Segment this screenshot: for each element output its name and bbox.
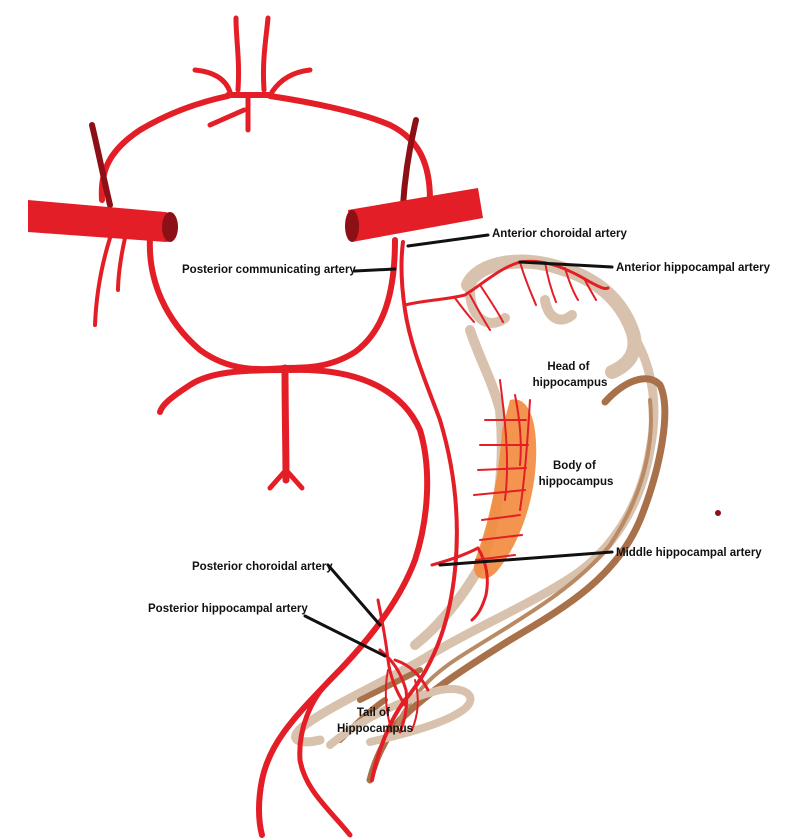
label-posterior-hippocampal-artery: Posterior hippocampal artery	[148, 603, 308, 615]
labels: Anterior choroidal artery Posterior comm…	[148, 228, 771, 735]
middle-hippocampal-artery	[430, 546, 489, 622]
posterior-choroidal-artery	[376, 598, 407, 707]
hippocampus-head-lobes	[465, 285, 577, 328]
label-anterior-hippocampal-artery: Anterior hippocampal artery	[616, 262, 771, 274]
label-posterior-communicating-artery: Posterior communicating artery	[182, 264, 356, 276]
left-ica-branches	[93, 236, 127, 327]
dark-vessel-left	[89, 122, 113, 208]
tail-outline	[326, 685, 475, 749]
posterior-communicating-artery-left	[146, 235, 288, 373]
internal-carotid-arteries	[28, 188, 483, 242]
midline-branch	[207, 92, 251, 133]
label-posterior-choroidal-artery: Posterior choroidal artery	[192, 561, 333, 573]
right-posterior-cerebral-artery	[256, 366, 431, 838]
anterior-cerebral-arteries	[192, 15, 313, 95]
left-ica-lumen	[162, 212, 178, 242]
leader-posterior-communicating	[353, 267, 397, 273]
dark-vessel-right	[400, 117, 419, 208]
label-body-of-hippocampus: Body of hippocampus	[539, 460, 614, 488]
label-anterior-choroidal-artery: Anterior choroidal artery	[492, 228, 627, 240]
vertebral-split	[267, 467, 305, 491]
right-ica-cylinder	[348, 188, 483, 242]
leader-posterior-choroidal	[326, 563, 382, 627]
stray-dot	[715, 510, 721, 516]
tail-branches	[384, 669, 419, 731]
body-branches	[473, 419, 529, 561]
pca-lateral-branch	[297, 677, 353, 838]
arteries	[89, 15, 610, 838]
label-middle-hippocampal-artery: Middle hippocampal artery	[616, 547, 762, 559]
leader-middle-hippocampal	[438, 550, 614, 567]
hippocampus	[291, 254, 669, 784]
leader-anterior-hippocampal	[518, 260, 614, 269]
label-head-of-hippocampus: Head of hippocampus	[533, 361, 608, 389]
right-ica-lumen	[345, 210, 359, 242]
a1-segments	[98, 93, 433, 203]
basilar-artery	[281, 364, 290, 484]
label-tail-of-hippocampus: Tail of Hippocampus	[337, 707, 413, 735]
head-branches	[499, 379, 531, 511]
anterior-hippocampal-branches	[454, 261, 597, 331]
leader-anterior-choroidal	[406, 233, 490, 248]
posterior-hippocampal-artery	[378, 648, 430, 734]
left-posterior-cerebral-artery	[157, 367, 288, 415]
leader-posterior-hippocampal	[303, 614, 387, 658]
hippocampus-outer-contour	[291, 325, 659, 747]
left-ica-cylinder	[28, 200, 178, 242]
posterior-communicating-artery-right	[282, 237, 398, 371]
leader-lines	[303, 233, 614, 658]
